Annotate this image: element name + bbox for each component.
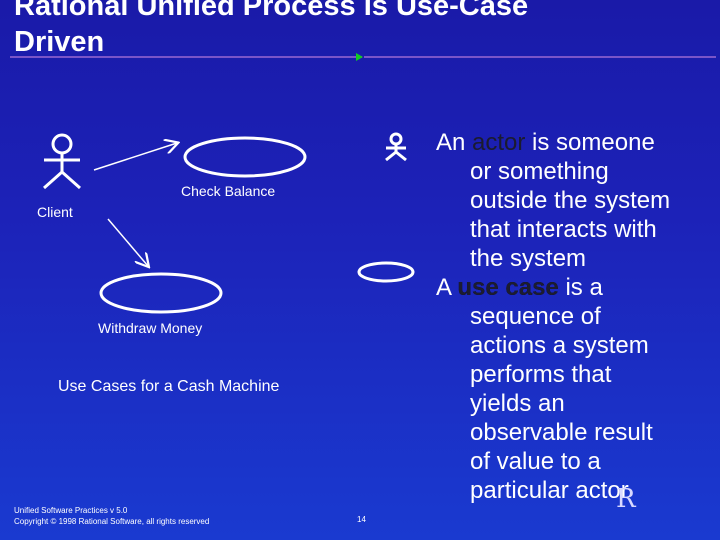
usecase-rest: is a	[558, 274, 603, 301]
actor-definition-line4: that interacts with	[470, 216, 657, 243]
usecase-definition-line1: A use case is a	[436, 273, 720, 302]
slide-title-line2: Driven	[14, 26, 105, 58]
definitions-text: An actor is someone or something outside…	[436, 128, 720, 505]
check-balance-usecase-icon	[183, 136, 307, 178]
client-label: Client	[37, 204, 73, 220]
usecase-definition-line5: yields an	[470, 390, 565, 417]
title-rule-arrow-icon	[356, 53, 363, 61]
usecase-definition-line7: of value to a	[470, 448, 601, 475]
check-balance-label: Check Balance	[181, 183, 276, 199]
page-number: 14	[357, 515, 366, 524]
title-rule	[10, 56, 362, 58]
small-usecase-icon	[357, 261, 415, 283]
footer-line2: Copyright © 1998 Rational Software, all …	[14, 517, 210, 526]
diagram-caption: Use Cases for a Cash Machine	[58, 378, 280, 395]
client-to-check-balance-arrow	[93, 143, 177, 171]
usecase-definition-line2: sequence of	[470, 303, 601, 330]
actor-term: actor	[472, 129, 526, 156]
usecase-prefix: A	[436, 274, 458, 301]
usecase-term: use case	[457, 274, 559, 301]
slide-title-line1: Rational Unified Process Is Use-Case	[14, 0, 529, 22]
small-actor-icon	[385, 132, 407, 162]
usecase-definition-line6: observable result	[470, 419, 653, 446]
usecase-definition-line8: particular actor	[470, 477, 629, 504]
withdraw-money-usecase-icon	[99, 272, 223, 314]
client-to-withdraw-money-arrow	[107, 218, 148, 266]
withdraw-money-label: Withdraw Money	[98, 320, 203, 336]
rational-logo-icon: R	[616, 484, 636, 514]
actor-prefix: An	[436, 129, 473, 156]
usecase-definition-line3: actions a system	[470, 332, 649, 359]
actor-definition-line3: outside the system	[470, 187, 671, 214]
client-actor-icon	[43, 133, 81, 190]
slide-title: Rational Unified Process Is Use-Case Dri…	[14, 0, 654, 60]
title-rule-right	[364, 56, 716, 58]
actor-rest: is someone	[525, 129, 655, 156]
footer-line1: Unified Software Practices v 5.0	[14, 506, 128, 515]
actor-definition-line2: or something	[470, 158, 609, 185]
actor-definition-line1: An actor is someone	[436, 128, 720, 157]
actor-definition-line5: the system	[470, 245, 587, 272]
usecase-definition-line4: performs that	[470, 361, 612, 388]
